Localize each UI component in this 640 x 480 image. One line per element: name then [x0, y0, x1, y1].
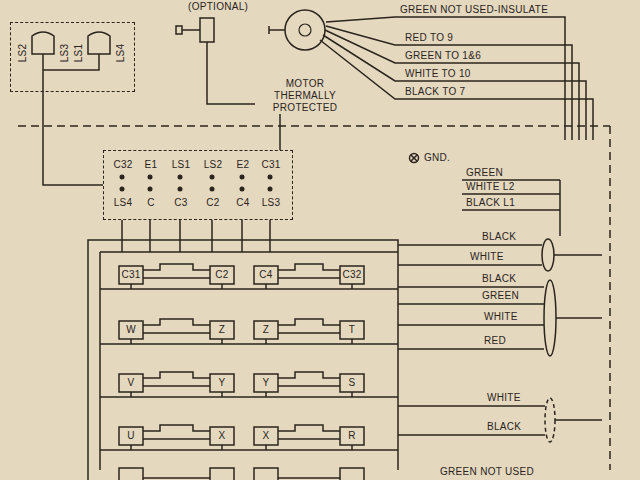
- terminal-label: LS1: [172, 159, 191, 171]
- terminal-wire: [100, 220, 398, 470]
- contactor-row: [100, 319, 398, 344]
- wire-note: GREEN TO 1&6: [405, 50, 481, 62]
- wire-connector: [279, 114, 281, 150]
- terminal-label: C32: [113, 159, 132, 171]
- wire-color: BLACK L1: [466, 197, 515, 209]
- contactor-row: [100, 264, 398, 289]
- terminal-block: C32 E1 LS1 LS2 E2 C31LS4 C C3 C2 C4 LS3: [103, 150, 293, 220]
- terminal-label: C3: [174, 197, 187, 209]
- limit-switch-symbol: [32, 32, 110, 54]
- terminal-label: C2: [206, 197, 219, 209]
- terminal-label: LS2: [204, 159, 223, 171]
- terminal-label: C31: [261, 159, 280, 171]
- terminal-label: LS2: [17, 44, 29, 63]
- wire-color: WHITE L2: [466, 181, 515, 193]
- terminal-dot: [120, 187, 125, 192]
- terminal-dot: [240, 175, 245, 180]
- motor-hub: [299, 24, 311, 36]
- terminal-dot: [240, 187, 245, 192]
- terminal-label: LS3: [262, 197, 281, 209]
- panel-frame: [88, 240, 398, 480]
- cable-run: [554, 255, 602, 420]
- contact-letter: Y: [263, 377, 270, 389]
- terminal-dot: [268, 175, 273, 180]
- contact-letter: X: [263, 430, 270, 442]
- cable-marker: [545, 398, 555, 442]
- wire-note: RED TO 9: [405, 32, 453, 44]
- contact-letter: C31: [121, 269, 140, 281]
- wire-color: BLACK: [482, 231, 516, 243]
- wire-color: WHITE: [484, 311, 518, 323]
- wire-color: RED: [484, 335, 506, 347]
- wire-note: BLACK TO 7: [405, 86, 465, 98]
- terminal-dot: [148, 175, 153, 180]
- terminal-label: C4: [236, 197, 249, 209]
- contact-letter: U: [127, 430, 135, 442]
- contact-letter: Z: [219, 324, 225, 336]
- terminal-dot: [210, 187, 215, 192]
- terminal-label: LS1: [73, 44, 85, 63]
- wire-color: BLACK: [487, 421, 521, 433]
- contact-letter: X: [219, 430, 226, 442]
- contactor-row: [100, 425, 398, 450]
- terminal-dot: [268, 187, 273, 192]
- terminal-label: E2: [237, 159, 250, 171]
- ground-symbol: [411, 155, 417, 161]
- wire-color: WHITE: [470, 251, 504, 263]
- motor-symbol: MOTOR THERMALLY PROTECTED: [263, 6, 347, 114]
- contact-letter: C4: [259, 269, 272, 281]
- contact-letter: R: [348, 430, 356, 442]
- motor-label: MOTOR THERMALLY PROTECTED: [263, 78, 347, 114]
- terminal-label: C: [147, 197, 155, 209]
- wire-color: GREEN: [482, 290, 519, 302]
- terminal-label: LS3: [59, 44, 71, 63]
- wire-color: GREEN: [466, 167, 503, 179]
- field-wire: [398, 245, 545, 435]
- terminal-dot: [148, 187, 153, 192]
- contact-letter: W: [126, 324, 136, 336]
- terminal-dot: [178, 175, 183, 180]
- wiring-group: [18, 17, 610, 480]
- wire-connector: [43, 92, 103, 185]
- terminal-label: LS4: [115, 44, 127, 63]
- wire-color: GREEN NOT USED: [440, 466, 534, 478]
- terminal-dot: [178, 187, 183, 192]
- cable-marker: [542, 239, 554, 271]
- contact-letter: V: [128, 377, 135, 389]
- limit-switch-box: LS2 LS3LS1 LS4: [10, 22, 135, 92]
- terminal-label: E1: [145, 159, 158, 171]
- switch-lead: [43, 54, 99, 92]
- wire-color: BLACK: [482, 273, 516, 285]
- wire-note: GREEN NOT USED-INSULATE: [400, 4, 548, 16]
- capacitor-symbol: [176, 18, 255, 104]
- wire-color: WHITE: [487, 392, 521, 404]
- contact-letter: Z: [263, 324, 269, 336]
- terminal-label: LS4: [114, 197, 133, 209]
- motor-circle: [285, 10, 325, 50]
- terminal-dot: [210, 175, 215, 180]
- contact-letter: C2: [215, 269, 228, 281]
- motor-shaft: [269, 26, 285, 34]
- cable-marker: [544, 280, 556, 356]
- ground-label: GND.: [424, 152, 450, 164]
- contactor-row: [119, 468, 364, 480]
- ground-symbol: [410, 154, 419, 163]
- contact-letter: Y: [219, 377, 226, 389]
- terminal-dot: [120, 175, 125, 180]
- supply-wire: [462, 180, 560, 236]
- motor-lead: [320, 17, 593, 140]
- contact-letter: T: [349, 324, 355, 336]
- motor-drawing: [263, 6, 347, 56]
- enclosure-line: [18, 126, 610, 470]
- wire-note: WHITE TO 10: [405, 68, 471, 80]
- contact-letter: S: [349, 377, 356, 389]
- note-text: (OPTIONAL): [188, 1, 248, 13]
- terminal-dots: [120, 175, 273, 192]
- contact-letter: C32: [342, 269, 361, 281]
- contactor-row: [100, 372, 398, 397]
